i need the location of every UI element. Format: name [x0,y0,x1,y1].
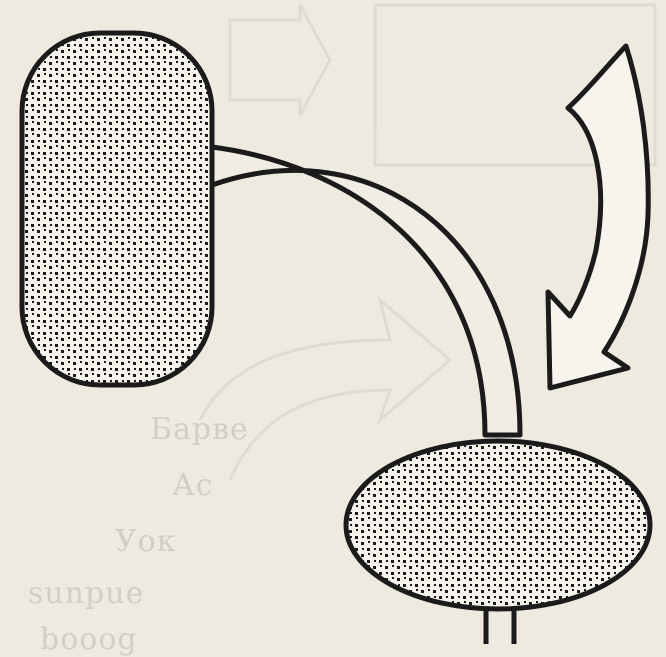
curved-down-left-arrow-icon [548,46,648,388]
bottom-oval-block [346,441,650,609]
top-left-rounded-block [22,33,212,385]
show-through-text-1: Барве [150,412,249,447]
show-through-text-5: booog [40,622,138,657]
show-through-text-4: sunpue [28,576,144,611]
show-through-text-3: Уок [115,524,177,559]
show-through-text-2: Ас [172,468,214,503]
